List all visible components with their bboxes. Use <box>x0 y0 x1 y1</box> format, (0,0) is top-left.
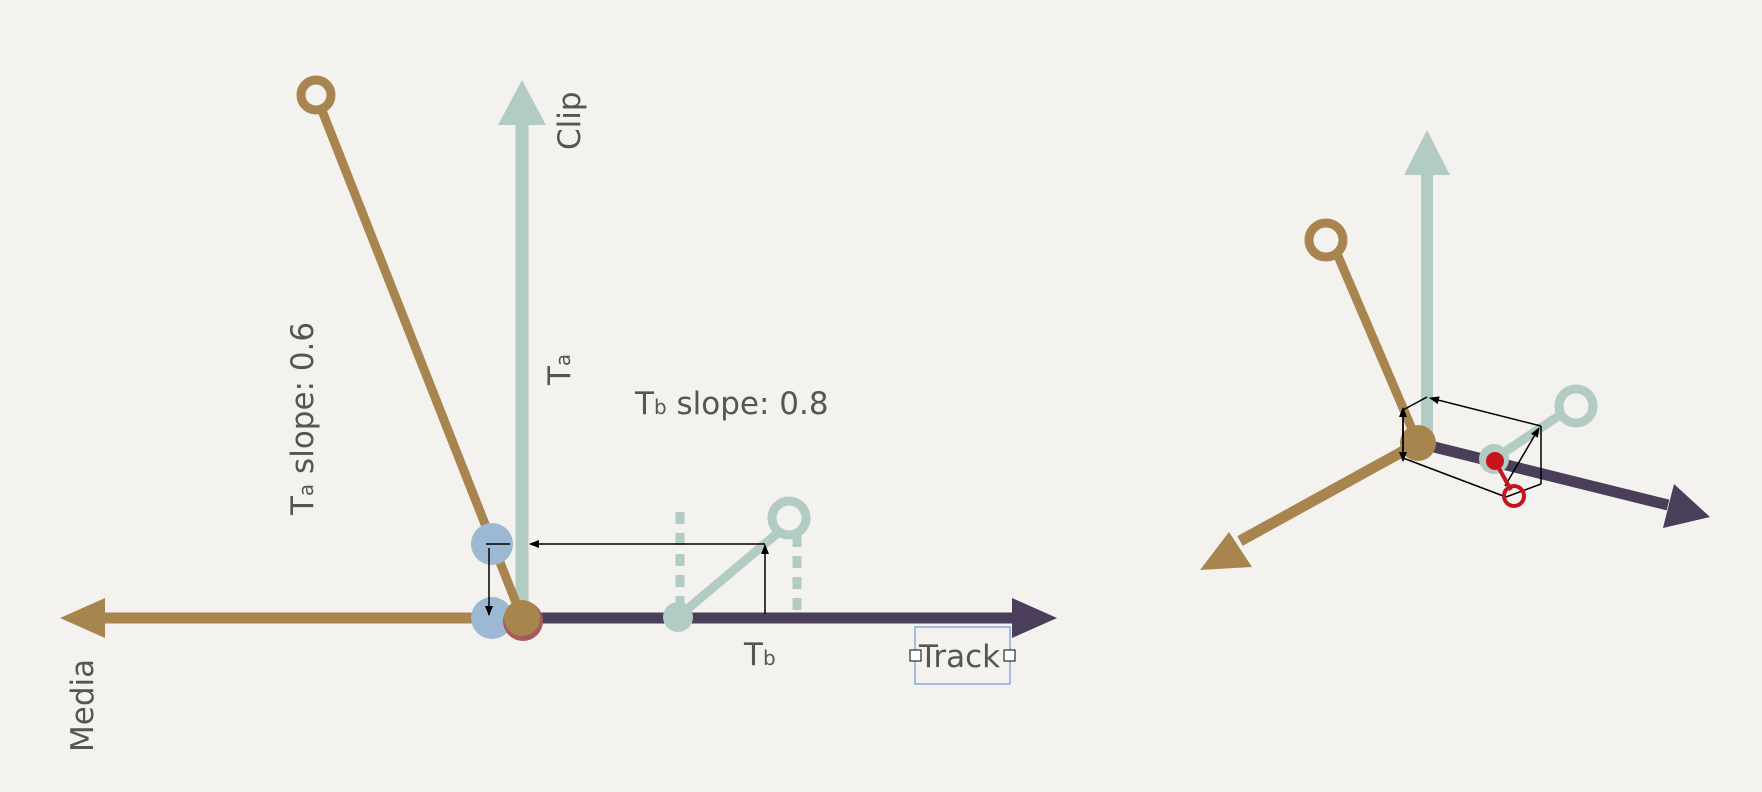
tb-slope-label: Tb slope: 0.8 <box>634 386 829 422</box>
clip-label: Clip <box>552 91 588 150</box>
blue-point-lower <box>471 597 513 639</box>
tb-label: Tb <box>743 637 776 673</box>
guide-arrow-3d-b <box>1504 427 1540 487</box>
tb-endpoint-handle[interactable] <box>767 496 811 540</box>
track-arrowhead-icon-3d <box>1663 484 1710 528</box>
track-label: Track <box>918 639 1000 675</box>
guide-arrow-3d-a <box>1429 396 1542 427</box>
ta-label: Ta <box>542 354 578 386</box>
ta-slope-line-3d <box>1333 254 1423 445</box>
track-arrowhead-icon <box>1012 598 1057 638</box>
clip-arrowhead-icon-3d <box>1404 130 1450 175</box>
media-arrowhead-icon-3d <box>1200 532 1252 570</box>
media-arrowhead-icon <box>60 598 105 638</box>
tb-endpoint-handle-3d[interactable] <box>1554 384 1598 428</box>
square-handle-icon[interactable] <box>909 649 922 662</box>
red-accent-point <box>1486 452 1504 470</box>
track-label-selection[interactable]: Track <box>909 626 1016 685</box>
ta-endpoint-handle-3d[interactable] <box>1304 218 1348 262</box>
red-accent-handle[interactable] <box>1502 484 1526 508</box>
ta-slope-label: Ta slope: 0.6 <box>285 322 321 516</box>
left-diagram: Clip Media Ta Ta slope: 0.6 Tb slope: 0.… <box>60 75 1057 752</box>
square-handle-icon[interactable] <box>1003 649 1016 662</box>
origin-point <box>504 600 540 636</box>
ta-endpoint-handle[interactable] <box>296 75 336 115</box>
clip-arrowhead-icon <box>498 80 546 125</box>
media-label: Media <box>65 659 101 752</box>
right-diagram <box>1200 130 1710 570</box>
track-axis-line-3d <box>1416 437 1670 511</box>
tb-start-point <box>663 602 693 632</box>
origin-point-3d <box>1400 425 1436 461</box>
media-axis-line-3d <box>1237 438 1421 546</box>
